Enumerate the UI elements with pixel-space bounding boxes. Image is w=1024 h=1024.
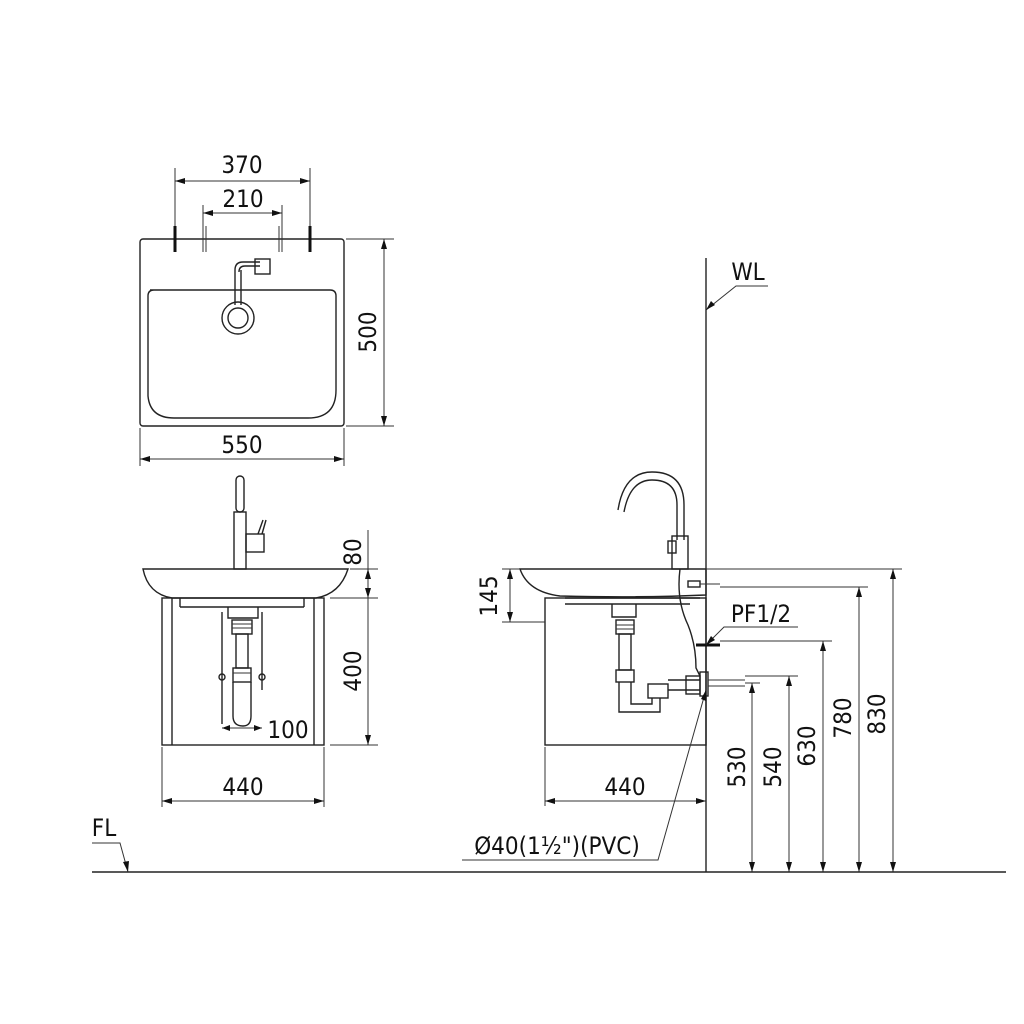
cabinet-front — [161, 597, 325, 746]
wall-label: WL — [731, 258, 764, 286]
dim-530-label: 530 — [723, 746, 751, 787]
dim-400-label: 400 — [339, 650, 367, 691]
dim-100-label: 100 — [267, 716, 308, 744]
dim-210-label: 210 — [222, 185, 263, 213]
dim-550-label: 550 — [221, 431, 262, 459]
top-view: 370 210 500 — [139, 151, 394, 466]
basin-top-outline — [139, 238, 345, 427]
floor-reference: FL — [92, 814, 1006, 873]
dim-145-label: 145 — [475, 575, 503, 616]
dim-440-front-label: 440 — [222, 773, 263, 801]
floor-label: FL — [92, 814, 116, 842]
dim-370-label: 370 — [221, 151, 262, 179]
height-dimensions: 530 540 630 780 830 — [723, 569, 896, 872]
drain-trap-side-icon — [611, 604, 745, 713]
dim-500-label: 500 — [354, 311, 382, 352]
faucet-side-icon — [617, 471, 689, 570]
front-view: 100 80 400 440 — [142, 475, 378, 807]
drain-trap-front-icon — [218, 607, 266, 727]
dim-780-label: 780 — [829, 697, 857, 738]
wall-bracket-icon — [687, 580, 701, 588]
basin-front-outline — [142, 568, 349, 599]
dim-630-label: 630 — [793, 725, 821, 766]
faucet-top-icon — [221, 258, 271, 335]
faucet-front-icon — [233, 475, 267, 570]
basin-bowl-outline — [147, 289, 337, 419]
basin-side-outline — [519, 568, 707, 598]
supply-hose — [678, 568, 701, 677]
dim-80-label: 80 — [339, 538, 367, 565]
dim-830-label: 830 — [863, 693, 891, 734]
dim-440-side-label: 440 — [604, 773, 645, 801]
side-view: WL — [462, 258, 902, 872]
drain-label: Ø40(1½")(PVC) — [474, 832, 640, 860]
dim-540-label: 540 — [759, 746, 787, 787]
supply-label: PF1/2 — [731, 600, 791, 628]
